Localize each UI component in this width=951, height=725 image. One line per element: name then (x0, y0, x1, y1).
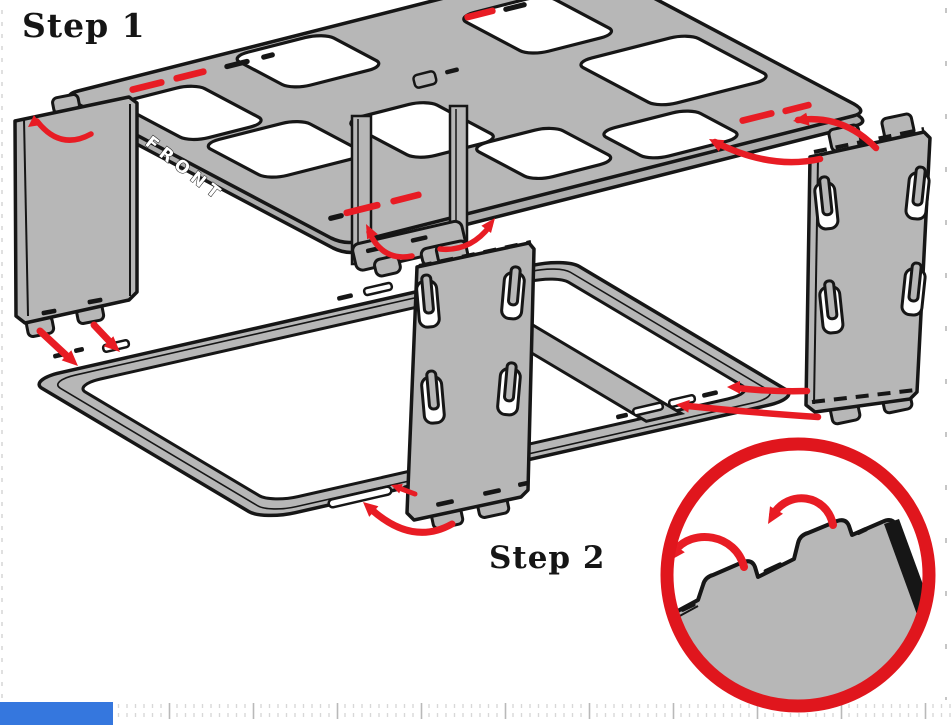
ruler-bottom (0, 700, 951, 722)
rotate-arrow (368, 506, 456, 536)
middle-divider-panel (405, 239, 536, 530)
insert-arrow-head (676, 399, 690, 413)
rotate-arrow (437, 223, 493, 253)
rotate-arrow (711, 138, 824, 166)
rotate-arrow (673, 533, 748, 571)
left-panel-dashes (41, 297, 103, 316)
rotate-arrow (769, 494, 837, 529)
insert-arrow-head (727, 380, 740, 394)
callout-panel-edge (673, 518, 923, 700)
plate-cutout (574, 33, 774, 107)
middle-panel-dashes (436, 481, 528, 507)
loading-progress-bar (0, 702, 113, 725)
insert-arrow-head (391, 484, 403, 494)
rotate-arrow-head (768, 506, 783, 524)
plate-cutout (456, 0, 618, 56)
rotate-arrow-head (366, 224, 378, 240)
plate-cutout (201, 119, 368, 180)
plate-cutout (230, 33, 386, 90)
left-panel-body (13, 95, 139, 325)
insert-arrow-head (61, 350, 78, 366)
rotate-arrow-head (28, 115, 41, 127)
insert-arrow (733, 384, 811, 395)
callout-content (673, 494, 923, 700)
insert-arrow (684, 402, 822, 421)
rotate-arrow-head (363, 502, 379, 517)
callout-twist-arrows (673, 494, 837, 571)
plate-cutout (469, 126, 618, 182)
right-side-panel (804, 112, 933, 426)
frame-slots-back (337, 281, 394, 301)
top-plate: FRONT (69, 0, 862, 281)
divider-walls (350, 67, 469, 278)
callout-ring (660, 437, 936, 713)
rotate-arrow-head (673, 543, 685, 561)
callout-panel-thickness (884, 519, 923, 620)
detail-callout (660, 437, 936, 713)
left-side-panel (13, 93, 139, 338)
rotate-arrow-head (481, 218, 495, 233)
rotate-arrow (34, 118, 94, 143)
plate-cutouts (94, 0, 839, 234)
right-panel-bottom-fold-dashes (811, 388, 917, 404)
plate-cutout (116, 83, 268, 142)
insert-arrow (36, 327, 72, 361)
step-1-label: Step 1 (22, 6, 146, 45)
plate-cutout (597, 108, 745, 160)
insert-arrow (396, 485, 418, 497)
rotate-arrow-head (793, 112, 810, 126)
step-2-label: Step 2 (489, 540, 606, 576)
rotate-arrow-head (709, 139, 725, 152)
middle-panel-top-fold-dashes (418, 240, 532, 268)
plate-slot-highlights (129, 7, 812, 217)
callout-dashes (680, 527, 868, 612)
insert-arrow-head (103, 336, 120, 352)
red-annotation-arrows (28, 112, 880, 536)
